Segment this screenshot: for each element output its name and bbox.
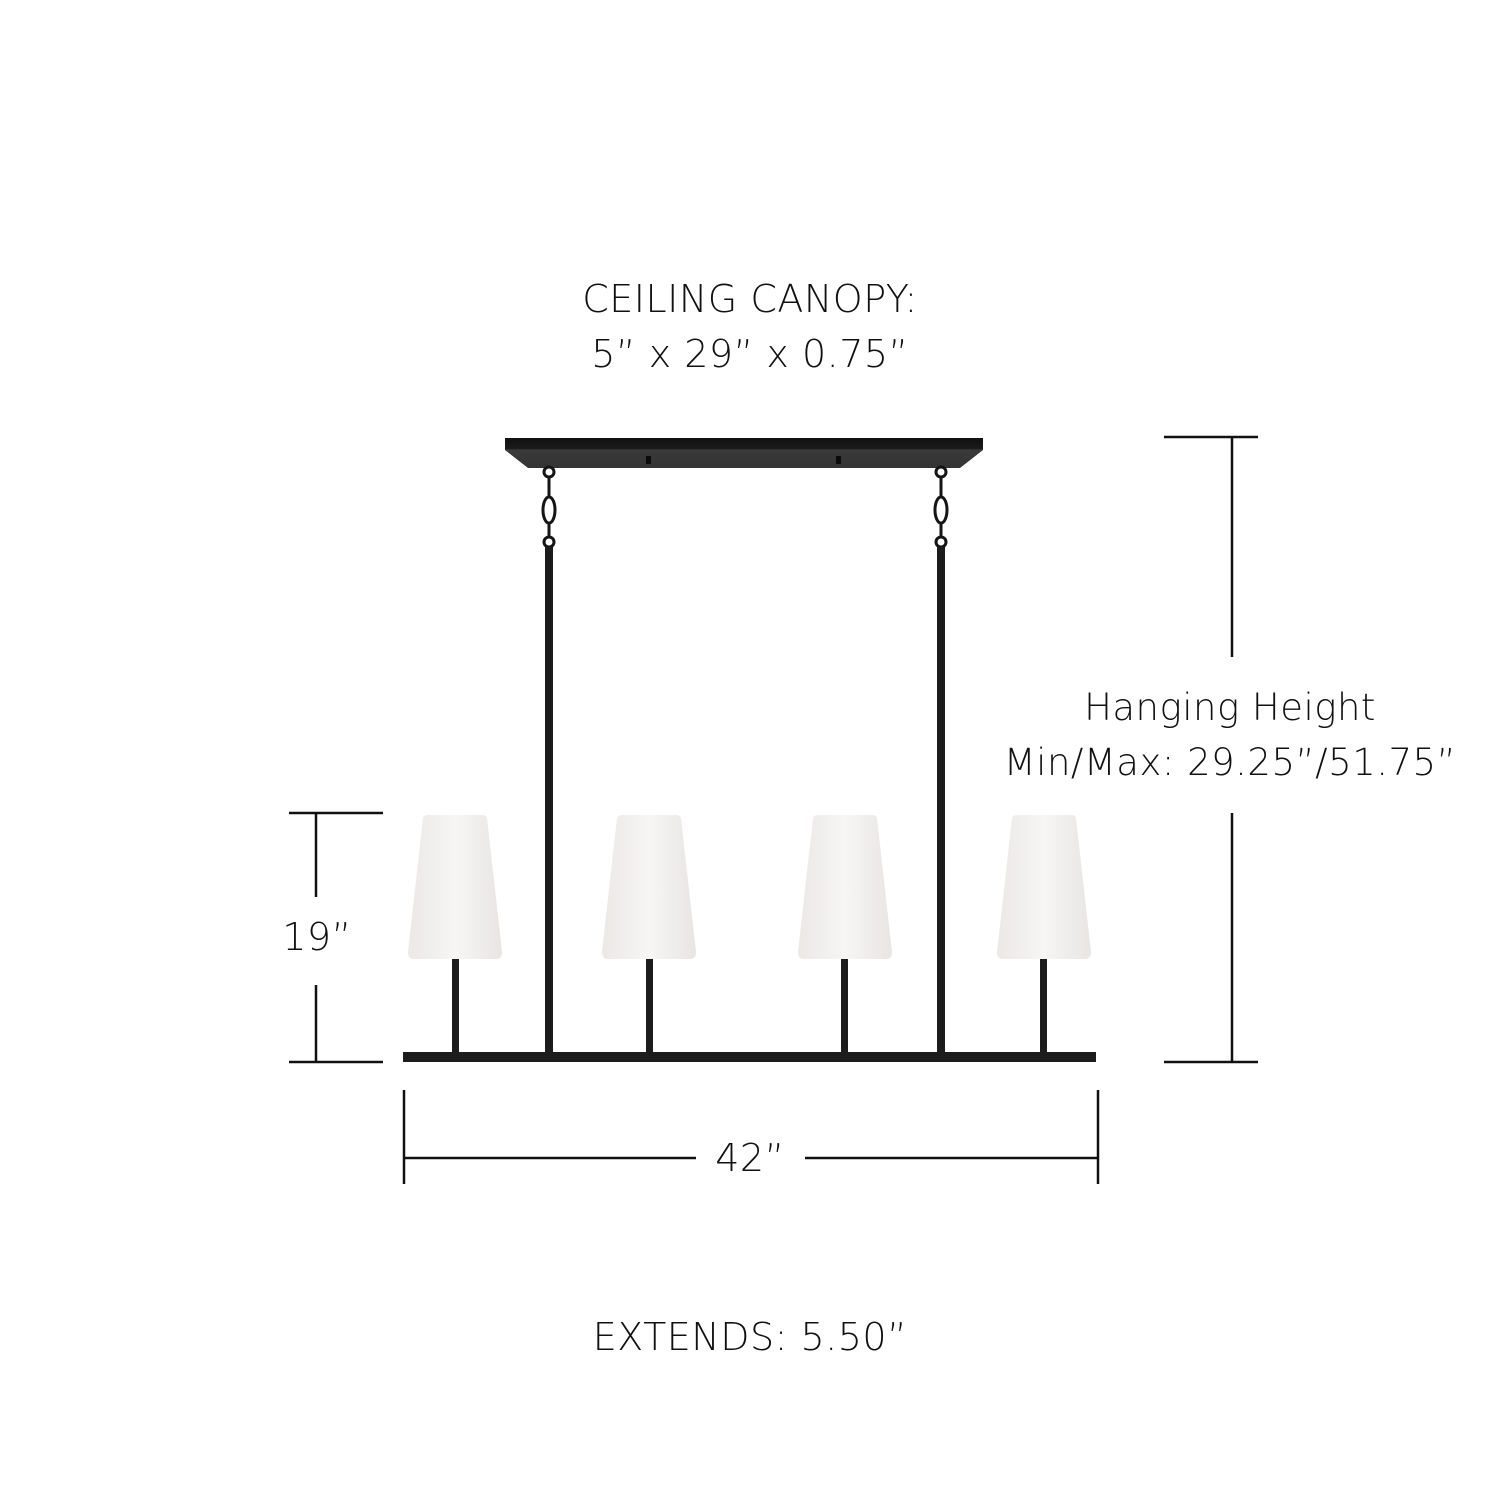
lamp-stem-3	[841, 958, 848, 1055]
lamp-shade-1	[408, 815, 502, 959]
hanging-height-dimension-line	[1164, 435, 1258, 1064]
canopy-dimensions: 5” x 29” x 0.75”	[591, 332, 909, 376]
lamp-stem-1	[452, 958, 459, 1055]
hanging-height-title: Hanging Height	[1084, 686, 1376, 729]
lamp-shade-4	[997, 815, 1091, 959]
hanging-height-label: Hanging Height Min/Max: 29.25”/51.75”	[990, 680, 1470, 790]
lamp-shade-2	[602, 815, 696, 959]
height-dimension-line	[289, 811, 383, 1064]
left-suspension-rod	[545, 547, 553, 1055]
right-suspension-rod	[937, 547, 945, 1055]
fixture-base-bar	[403, 1052, 1096, 1062]
fixture-width-label: 42”	[715, 1136, 785, 1180]
canopy-title: CEILING CANOPY:	[582, 277, 918, 321]
width-dimension-line	[402, 1090, 1100, 1184]
left-suspension-chain	[541, 465, 557, 549]
hanging-height-value: Min/Max: 29.25”/51.75”	[1003, 741, 1457, 784]
canopy-dimensions-label: CEILING CANOPY: 5” x 29” x 0.75”	[450, 272, 1050, 382]
lamp-stem-2	[646, 958, 653, 1055]
lamp-stem-4	[1040, 958, 1047, 1055]
ceiling-canopy	[505, 438, 983, 468]
fixture-height-label: 19”	[282, 915, 352, 959]
extends-label: EXTENDS: 5.50”	[592, 1315, 908, 1359]
right-suspension-chain	[933, 465, 949, 549]
lamp-shade-3	[798, 815, 892, 959]
